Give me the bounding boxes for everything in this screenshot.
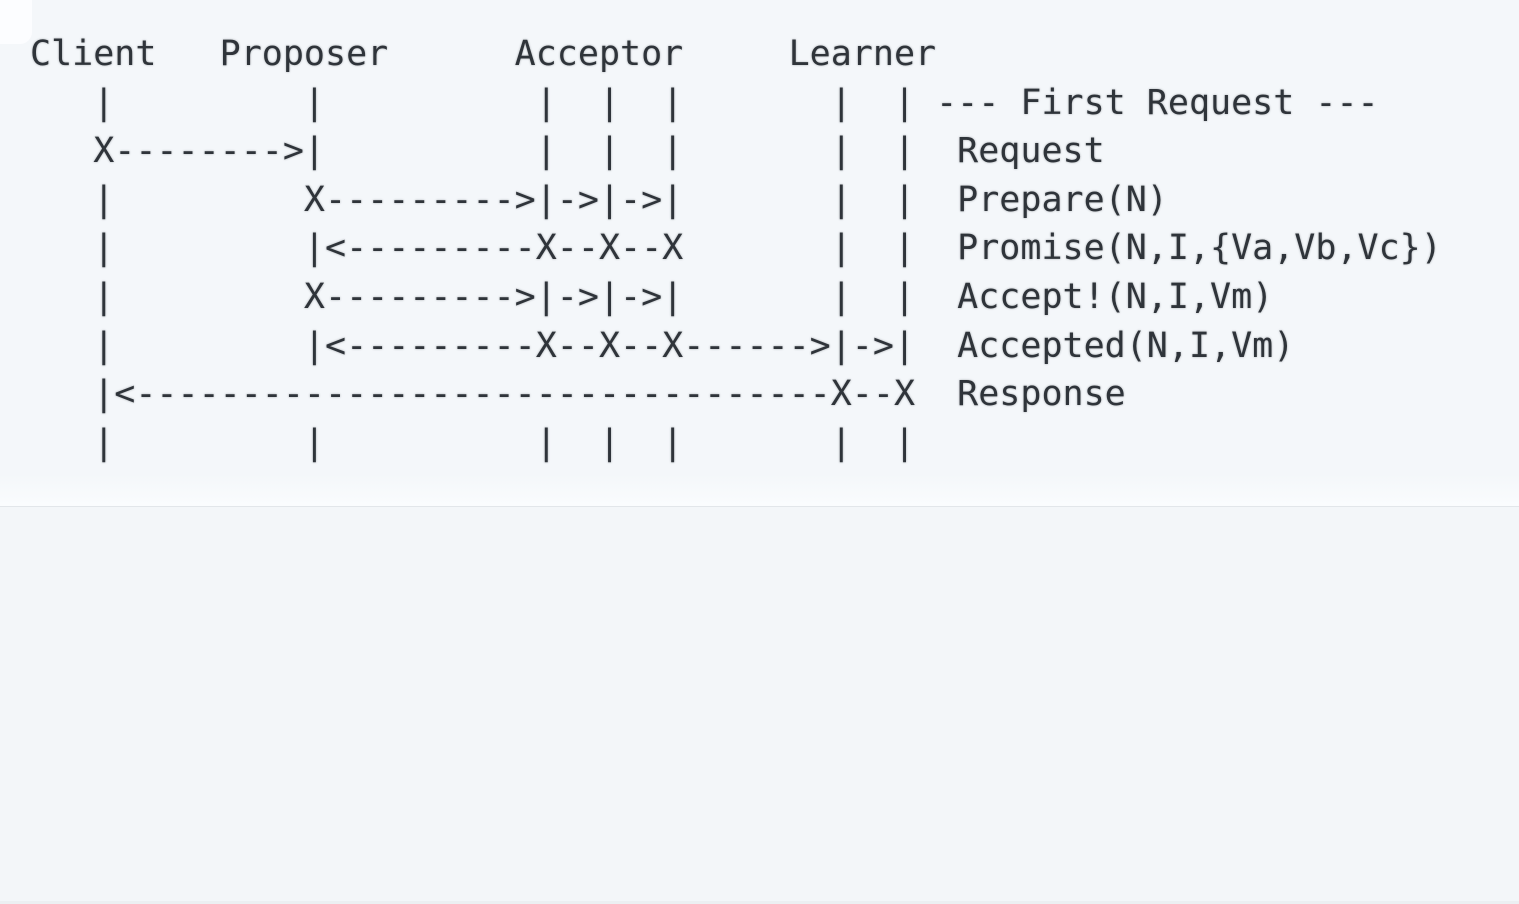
- paxos-first-request-diagram: Client Proposer Acceptor Learner | | | |…: [30, 34, 1442, 463]
- first-request-section: Client Proposer Acceptor Learner | | | |…: [30, 34, 1442, 463]
- section-divider: [0, 506, 1519, 508]
- window-corner-artifact: [0, 0, 32, 44]
- bottom-edge-artifact: [0, 901, 1519, 904]
- following-requests-section: Client Proposer Acceptor Learner | | | |…: [0, 507, 1519, 904]
